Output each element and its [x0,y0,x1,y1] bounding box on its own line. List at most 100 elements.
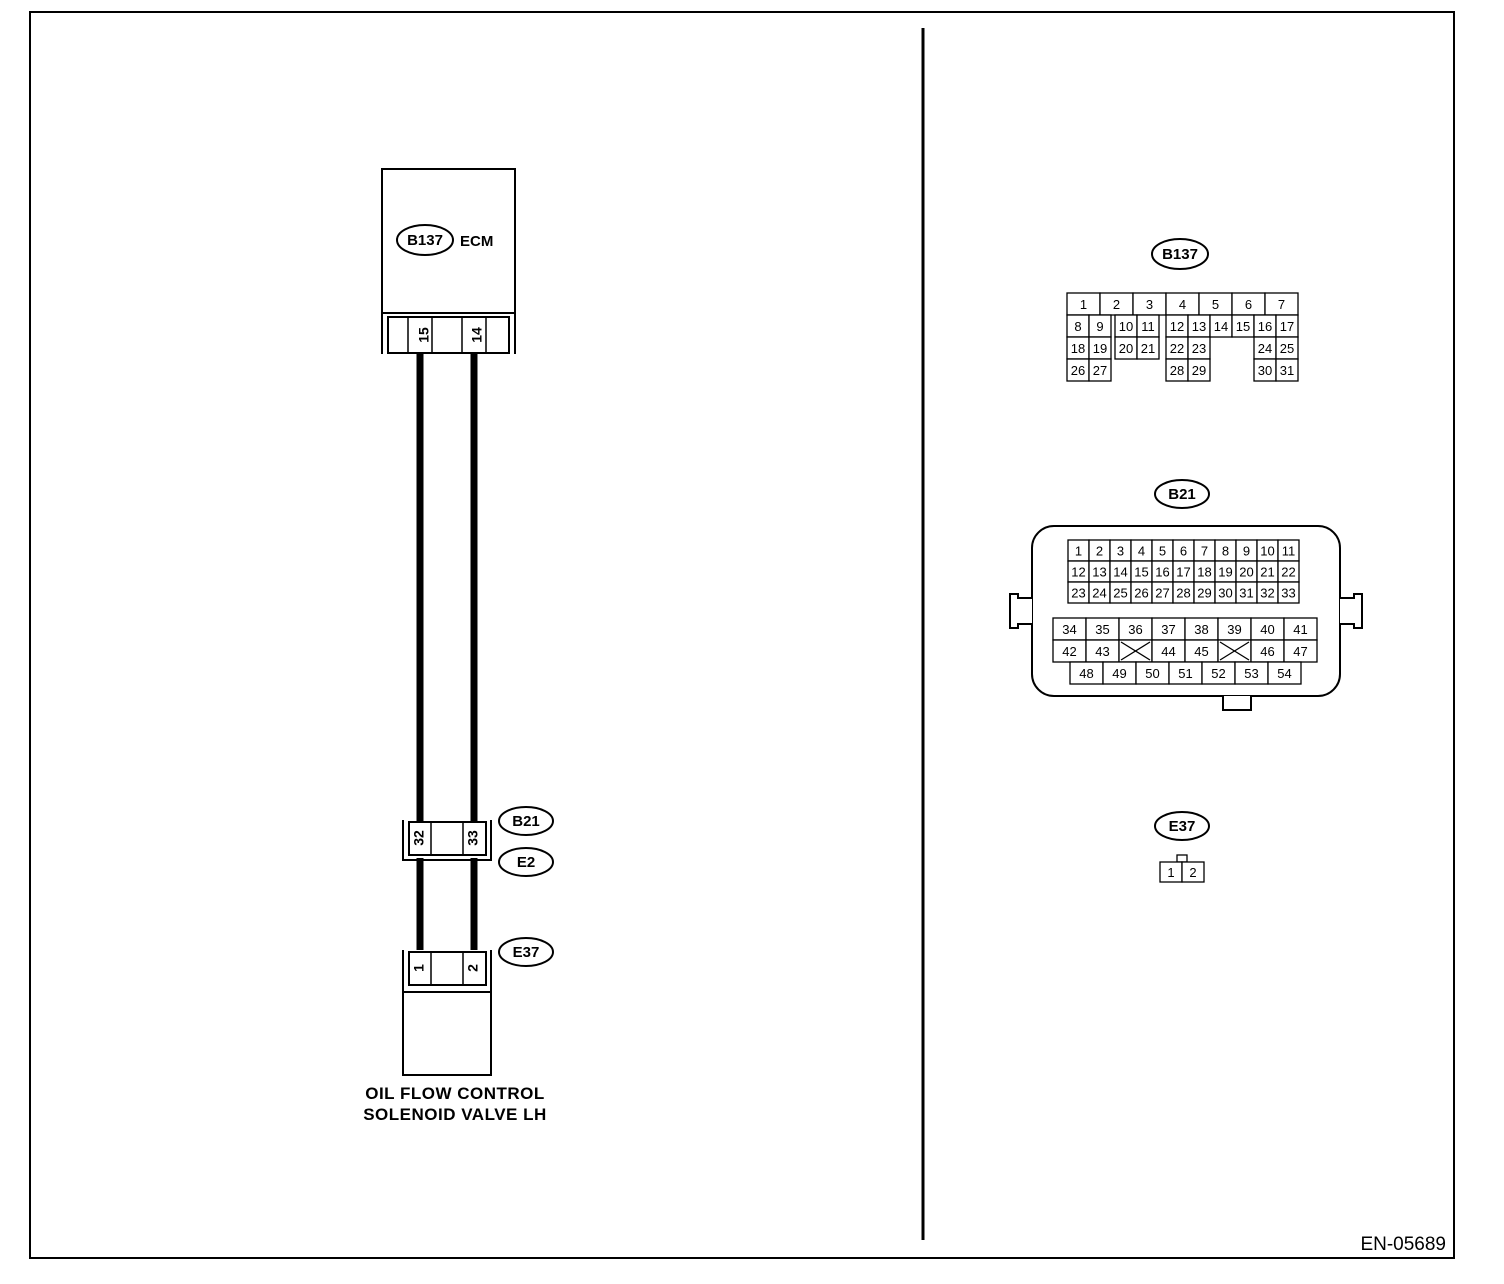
solenoid-valve-body [402,991,492,1076]
e2-oval [498,847,554,877]
b137-pin-29: 29 [1192,363,1206,378]
b137-pin-28: 28 [1170,363,1184,378]
b137-pin-27-cell [1088,358,1112,382]
b137-pin-20: 20 [1119,341,1133,356]
b21-pin-36: 36 [1128,622,1142,637]
joint-connector-b21-e2: 32 33 B21 E2 [402,806,554,877]
b137-pin-10: 10 [1119,319,1133,334]
b21-left-latch [1009,593,1032,629]
b21-pin-53: 53 [1244,666,1258,681]
b21-pin-28: 28 [1176,586,1190,601]
b21-pin-50: 50 [1145,666,1159,681]
e37-face-pin-1: 1 [1167,865,1174,880]
b21-pin-48: 48 [1079,666,1093,681]
b21-pin-19: 19 [1218,565,1232,580]
b137-pin-31: 31 [1280,363,1294,378]
valve-pin-2: 2 [465,964,481,972]
b21-pin-33-cell [1277,581,1300,604]
b21-pin-9: 9 [1243,544,1250,559]
b21-pin-41: 41 [1293,622,1307,637]
b21-blank-cavity-2-cross-b [1120,641,1151,661]
b137-pin-13: 13 [1192,319,1206,334]
b137-pin-18: 18 [1071,341,1085,356]
b21-pin-7: 7 [1201,544,1208,559]
b137-title: B137 [1162,246,1198,263]
e37-key [1176,854,1188,863]
b21-pin-25: 25 [1113,586,1127,601]
b21-pin-43: 43 [1095,644,1109,659]
b137-pin-27: 27 [1093,363,1107,378]
ecm-unit: B137 ECM [381,168,516,314]
b21-pin-34: 34 [1062,622,1076,637]
b21-pin-29: 29 [1197,586,1211,601]
e37-face-oval [1154,811,1210,841]
b137-pin-30: 30 [1258,363,1272,378]
valve-label-line1: OIL FLOW CONTROL [365,1084,545,1103]
b21-pin-46: 46 [1260,644,1274,659]
b137-pin-7: 7 [1278,297,1285,312]
b21-pin-33: 33 [1281,586,1295,601]
b21-pin-11: 11 [1282,544,1296,559]
b137-pin-14: 14 [1214,319,1228,334]
valve-connector-e37: 1 2 E37 [402,937,554,993]
b21-pin-8: 8 [1222,544,1229,559]
drawing-code: EN-05689 [1360,1234,1446,1255]
b21-key [1222,696,1252,711]
b21-pin-2: 2 [1096,544,1103,559]
b21-pin-1: 1 [1075,544,1082,559]
valve-label-line2: SOLENOID VALVE LH [363,1105,547,1124]
b137-pin-12: 12 [1170,319,1184,334]
b137-pin-1: 1 [1080,297,1087,312]
b21-pin-42: 42 [1062,644,1076,659]
b21-pin-4: 4 [1138,544,1145,559]
b137-pin-4: 4 [1179,297,1186,312]
b21-pin-6: 6 [1180,544,1187,559]
ecm-connector-oval [396,224,454,256]
b137-pin-8: 8 [1074,319,1081,334]
b137-pin-21: 21 [1141,341,1155,356]
b21-pin-30: 30 [1218,586,1232,601]
e37-face-pin-2: 2 [1189,865,1196,880]
b21-pin-12: 12 [1071,565,1085,580]
b137-pin-29-cell [1187,358,1211,382]
b21-pin-22: 22 [1281,565,1295,580]
b137-pin-21-cell [1136,336,1160,360]
b21-oval [498,806,554,836]
b137-pin-9: 9 [1096,319,1103,334]
b21-pin-35: 35 [1095,622,1109,637]
b21-pin-26: 26 [1134,586,1148,601]
b21-blank-cavity-5-cross-b [1219,641,1250,661]
b21-pin-52: 52 [1211,666,1225,681]
b137-pin-24: 24 [1258,341,1272,356]
b137-pin-31-cell [1275,358,1299,382]
e37-oval [498,937,554,967]
ecm-label: ECM [460,233,493,250]
b21-pin-15: 15 [1134,565,1148,580]
b21-pin-24: 24 [1092,586,1106,601]
b137-pin-17: 17 [1280,319,1294,334]
b21-pin-44: 44 [1161,644,1175,659]
harness-wires [416,354,478,950]
b21-pin-13: 13 [1092,565,1106,580]
e37-face-title: E37 [1169,818,1196,835]
b21-pin-31: 31 [1239,586,1253,601]
b137-pin-5: 5 [1212,297,1219,312]
valve-pin-1: 1 [411,964,427,972]
b21-pin-49: 49 [1112,666,1126,681]
b137-pin-6: 6 [1245,297,1252,312]
b137-pin-3: 3 [1146,297,1153,312]
b21-pin-40: 40 [1260,622,1274,637]
b21-pin-54: 54 [1277,666,1291,681]
b137-pin-16: 16 [1258,319,1272,334]
ecm-connector-label: B137 [407,232,443,249]
b21-pin-17: 17 [1176,565,1190,580]
b21-pin-54-cell [1267,661,1302,685]
b21-pin-16: 16 [1155,565,1169,580]
b21-pin-3: 3 [1117,544,1124,559]
joint-pin-33: 33 [465,830,481,846]
b21-pin-51: 51 [1178,666,1192,681]
b21-pin-18: 18 [1197,565,1211,580]
b21-right-latch [1340,593,1363,629]
